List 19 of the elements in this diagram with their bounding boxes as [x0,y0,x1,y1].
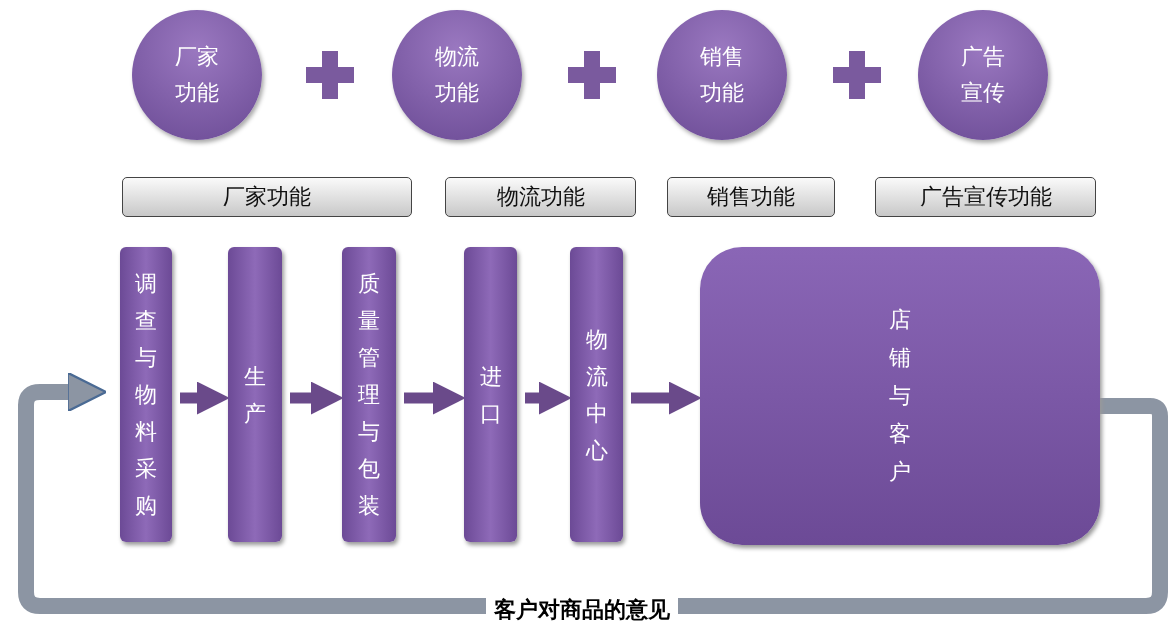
process-box: 店铺与客户 [700,247,1100,545]
function-circle: 物流功能 [392,10,522,140]
function-header: 厂家功能 [122,177,412,217]
function-circle: 销售功能 [657,10,787,140]
function-circle: 广告宣传 [918,10,1048,140]
process-bar: 生产 [228,247,282,542]
function-header: 销售功能 [667,177,835,217]
function-header: 物流功能 [445,177,636,217]
process-bar: 进口 [464,247,517,542]
arrow [404,381,466,415]
function-circle: 厂家功能 [132,10,262,140]
arrow [525,381,572,415]
arrow [180,381,230,415]
process-bar: 质量管理与包装 [342,247,396,542]
arrow [631,381,702,415]
function-header: 广告宣传功能 [875,177,1096,217]
process-bar: 调查与物料采购 [120,247,172,542]
process-bar: 物流中心 [570,247,623,542]
arrow [290,381,344,415]
